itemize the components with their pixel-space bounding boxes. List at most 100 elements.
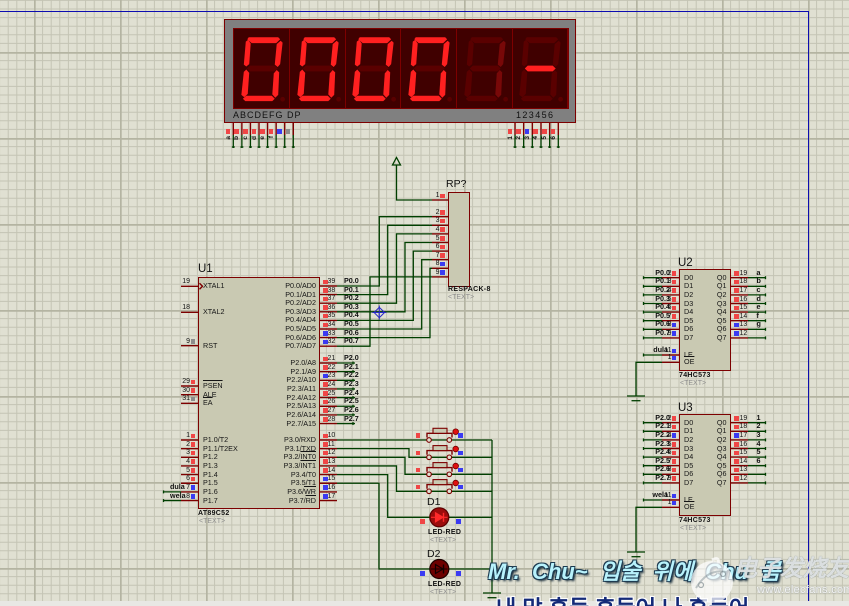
component-part-label: 74HC573 [679, 371, 711, 379]
pin-name: Q1 [716, 426, 727, 436]
latch-body-u3[interactable] [679, 414, 731, 517]
net-label: P0.5 [655, 310, 670, 320]
pin-state-indicator [671, 355, 677, 361]
pin-name: Q5 [716, 460, 727, 470]
net-label: P2.0 [344, 353, 359, 362]
segment-b [553, 40, 561, 68]
segment-c [439, 69, 447, 98]
pin-number: 4 [667, 431, 672, 439]
led-2[interactable] [429, 558, 450, 580]
pin-name: Q7 [716, 477, 727, 487]
pin-state-indicator [671, 305, 677, 311]
pin-state-indicator [323, 476, 328, 482]
segment-d [409, 95, 442, 102]
button-press-indicator-icon[interactable] [452, 445, 459, 453]
pin-number: 12 [739, 329, 748, 337]
pin-state-indicator [323, 305, 328, 310]
wire [337, 267, 432, 339]
pin-number: 16 [739, 440, 748, 448]
push-button-4[interactable] [426, 479, 459, 495]
pin-number: 12 [739, 474, 748, 482]
pin-label: Q3 [717, 299, 727, 308]
pin-number: 14 [739, 312, 748, 320]
pin-number: 18 [739, 423, 748, 431]
pin-name: D4 [684, 452, 694, 462]
pin-number: 7 [667, 457, 672, 465]
led-1[interactable] [429, 507, 450, 528]
segment-f [355, 39, 363, 67]
segment-g [469, 65, 501, 72]
pin-name: P2.5/A13 [286, 401, 316, 411]
pin-number: 14 [327, 466, 336, 474]
pin-state-indicator [415, 433, 421, 438]
pin-state-indicator [190, 476, 196, 482]
pin-number: 8 [186, 492, 190, 500]
button-press-indicator-icon[interactable] [452, 462, 459, 470]
pin-state-indicator [734, 305, 739, 311]
button-contact [446, 471, 453, 478]
pin-label: 6 [549, 135, 557, 140]
net-label: wela [652, 490, 668, 499]
watermark-logo-node [719, 570, 727, 578]
pin-number: 27 [327, 406, 336, 414]
pin-label: D7 [684, 478, 693, 487]
pin-label: XTAL1 [203, 282, 224, 290]
pin-label: P0.6/AD6 [285, 333, 316, 342]
segment-dp [280, 96, 285, 102]
segment-d [242, 95, 275, 102]
segment-b [386, 40, 394, 68]
pin-state-indicator [415, 450, 421, 456]
pin-state-indicator [524, 129, 530, 134]
pin-state-indicator [190, 433, 196, 439]
pin-name: P1.5 [203, 478, 218, 488]
pin-number: 2 [186, 440, 190, 448]
pin-state-indicator [323, 373, 328, 379]
pin-state-indicator [285, 129, 291, 134]
segment-dp [502, 96, 508, 102]
segment-a [302, 37, 336, 44]
pin-state-indicator [190, 494, 196, 499]
pin-label: P1.4 [203, 470, 218, 479]
wire [337, 465, 492, 492]
microcontroller-body[interactable] [198, 277, 320, 509]
pin-name: Q1 [716, 281, 727, 291]
latch-body-u2[interactable] [679, 269, 731, 372]
net-label: P2.6 [655, 464, 670, 474]
pin-label: P0.4/AD4 [285, 316, 316, 324]
pin-name-active-low: OE [684, 502, 695, 512]
pin-state-indicator [734, 459, 739, 464]
pin-number: 6 [435, 243, 440, 251]
net-label: P2.6 [344, 404, 359, 414]
pin-state-indicator [415, 467, 421, 473]
pin-state-indicator [734, 271, 739, 276]
net-label: P0.2 [655, 284, 670, 294]
segment-a [358, 37, 392, 44]
digit-pin-header: 123456 [516, 110, 555, 120]
pin-state-indicator [671, 500, 677, 506]
pin-name: Q3 [716, 443, 727, 453]
resistor-pack-body[interactable] [448, 192, 470, 287]
push-button-2[interactable] [426, 445, 459, 461]
segment-b [497, 40, 506, 68]
push-button-1[interactable] [426, 427, 459, 443]
pin-label: P3.6/WR [287, 487, 316, 496]
pin-label: d [250, 135, 258, 140]
pin-number: 1 [435, 192, 440, 199]
button-press-indicator-icon[interactable] [452, 479, 459, 487]
pin-state-indicator [190, 339, 196, 344]
pin-label: D7 [684, 333, 693, 342]
pin-state-indicator [190, 379, 196, 385]
button-press-indicator-icon[interactable] [452, 428, 459, 435]
pin-number: 3 [667, 423, 672, 431]
pin-number: 16 [739, 295, 748, 303]
pin-state-indicator [260, 129, 265, 134]
net-label: a [756, 267, 761, 277]
segment-c [494, 69, 502, 98]
pin-number: 12 [327, 449, 336, 457]
pin-number: 4 [667, 286, 672, 294]
pin-state-indicator [420, 519, 425, 524]
push-button-3[interactable] [426, 462, 459, 478]
